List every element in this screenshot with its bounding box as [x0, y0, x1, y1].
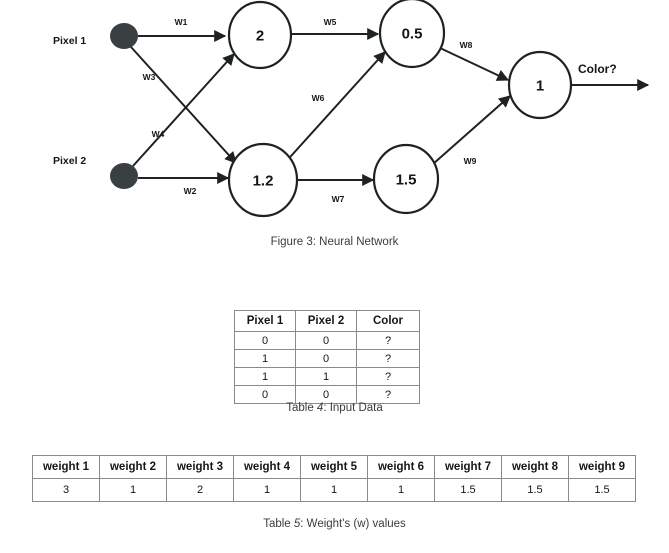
weight-label-w2: W2	[184, 186, 197, 196]
weight-label-w8: W8	[460, 40, 473, 50]
cell-pixel-2: 1	[295, 367, 357, 386]
header-color: Color	[356, 310, 420, 332]
header-weight-6: weight 6	[367, 455, 435, 479]
cell-pixel-2: 0	[295, 349, 357, 368]
table-5-caption-suffix: : Weight's (w) values	[300, 518, 406, 530]
weight-label-w1: W1	[175, 17, 188, 27]
edge-w3	[130, 46, 237, 164]
cell-color: ?	[356, 367, 420, 386]
header-weight-3: weight 3	[166, 455, 234, 479]
table-4-caption-number: 4	[316, 402, 324, 414]
weights-header-row: weight 1 weight 2 weight 3 weight 4 weig…	[32, 455, 636, 479]
cell-weight-5: 1	[300, 478, 368, 502]
edge-w6	[281, 51, 386, 167]
table-4-caption: Table 4: Input Data	[0, 402, 669, 414]
output-node	[507, 50, 573, 120]
cell-pixel-1: 0	[234, 331, 296, 350]
header-weight-8: weight 8	[501, 455, 569, 479]
weights-value-row: 3 1 2 1 1 1 1.5 1.5 1.5	[32, 478, 636, 502]
cell-weight-8: 1.5	[501, 478, 569, 502]
weight-label-w4: W4	[152, 129, 165, 139]
table-5-caption: Table 5: Weight's (w) values	[0, 518, 669, 530]
header-weight-4: weight 4	[233, 455, 301, 479]
input-label-pixel-2: Pixel 2	[53, 155, 86, 167]
header-weight-9: weight 9	[568, 455, 636, 479]
table-header-row: Pixel 1 Pixel 2 Color	[234, 310, 420, 332]
hidden-node-2	[227, 142, 299, 218]
weight-label-w9: W9	[464, 156, 477, 166]
header-weight-7: weight 7	[434, 455, 502, 479]
network-diagram-svg: Pixel 1 Pixel 2 W1 W2 W3 W4 W5 W6 W7 W8 …	[53, 0, 650, 218]
cell-color: ?	[356, 331, 420, 350]
hidden-node-3	[378, 0, 446, 69]
cell-weight-2: 1	[99, 478, 167, 502]
input-label-pixel-1: Pixel 1	[53, 35, 86, 47]
output-node-value: 1	[536, 78, 544, 95]
hidden-node-1-value: 2	[256, 28, 264, 45]
cell-pixel-1: 1	[234, 367, 296, 386]
cell-weight-3: 2	[166, 478, 234, 502]
figure-3-caption: Figure 3: Neural Network	[270, 236, 399, 248]
edge-w4	[132, 53, 235, 167]
weight-label-w5: W5	[324, 17, 337, 27]
cell-weight-6: 1	[367, 478, 435, 502]
edge-w8	[439, 47, 510, 81]
cell-weight-1: 3	[32, 478, 100, 502]
hidden-node-4	[372, 143, 440, 215]
neural-network-figure: Pixel 1 Pixel 2 W1 W2 W3 W4 W5 W6 W7 W8 …	[0, 0, 669, 225]
table-row: 0 0 ?	[234, 331, 420, 350]
header-weight-5: weight 5	[300, 455, 368, 479]
weights-table: weight 1 weight 2 weight 3 weight 4 weig…	[32, 455, 636, 502]
cell-color: ?	[356, 385, 420, 404]
cell-pixel-1: 1	[234, 349, 296, 368]
edge-w9	[432, 95, 511, 165]
header-weight-2: weight 2	[99, 455, 167, 479]
input-node-pixel-1	[110, 23, 138, 49]
weight-label-w7: W7	[332, 194, 345, 204]
cell-weight-4: 1	[233, 478, 301, 502]
cell-color: ?	[356, 349, 420, 368]
cell-pixel-2: 0	[295, 385, 357, 404]
table-5-caption-number: 5	[293, 518, 301, 530]
weight-label-w6: W6	[312, 93, 325, 103]
output-color-label: Color?	[578, 62, 617, 76]
table-5-caption-prefix: Table	[263, 518, 294, 530]
table-4-caption-suffix: : Input Data	[323, 402, 383, 414]
table-row: 1 1 ?	[234, 367, 420, 386]
table-row: 0 0 ?	[234, 385, 420, 404]
header-weight-1: weight 1	[32, 455, 100, 479]
hidden-node-1	[227, 0, 293, 70]
cell-pixel-2: 0	[295, 331, 357, 350]
cell-weight-9: 1.5	[568, 478, 636, 502]
cell-weight-7: 1.5	[434, 478, 502, 502]
header-pixel-2: Pixel 2	[295, 310, 357, 332]
input-node-pixel-2	[110, 163, 138, 189]
table-row: 1 0 ?	[234, 349, 420, 368]
table-4-caption-prefix: Table	[286, 402, 317, 414]
hidden-node-2-value: 1.2	[253, 173, 274, 190]
cell-pixel-1: 0	[234, 385, 296, 404]
input-data-table: Pixel 1 Pixel 2 Color 0 0 ? 1 0 ? 1 1 ? …	[234, 310, 420, 404]
weight-label-w3: W3	[143, 72, 156, 82]
hidden-node-4-value: 1.5	[396, 172, 417, 189]
header-pixel-1: Pixel 1	[234, 310, 296, 332]
hidden-node-3-value: 0.5	[402, 26, 423, 43]
